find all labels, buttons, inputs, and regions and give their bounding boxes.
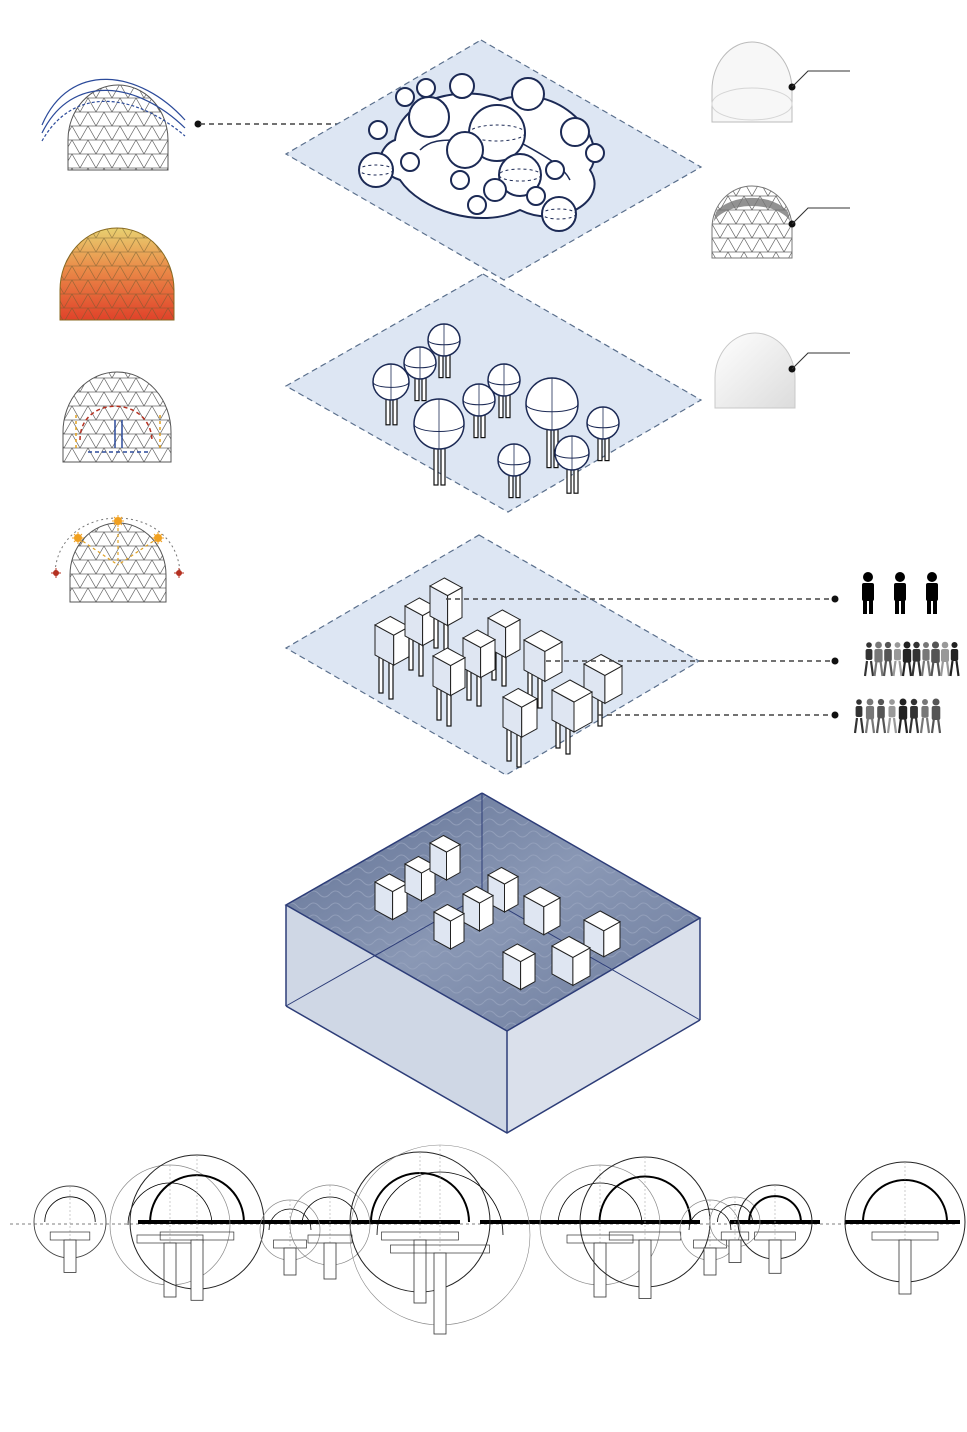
building-plate [286,535,699,775]
building-block [463,887,493,932]
dome-transparent-icon [712,42,850,122]
water-volume [286,793,700,1133]
dome-heat-icon [60,228,174,320]
building-block [375,874,407,920]
sun-icon [51,568,61,578]
building-block [552,680,592,754]
dome-cluster-plate [286,40,701,280]
pod-grid-plate [286,274,701,512]
section-elevation [10,1145,965,1334]
building-block [430,836,460,881]
building-block [434,905,464,950]
pod-on-stilts [555,436,589,493]
crowd-photo-icon [865,641,959,676]
dome-wind-icon [42,79,202,170]
dome-partial-shade-icon [712,186,850,258]
dome-airflow-icon [63,372,171,462]
building-block [503,944,535,990]
person-silhouette-icon [862,572,938,614]
sun-icon [174,568,184,578]
crowd-photo-icon [855,698,940,733]
dome-opaque-icon [715,333,850,408]
dome-sun-path-icon [51,515,184,602]
